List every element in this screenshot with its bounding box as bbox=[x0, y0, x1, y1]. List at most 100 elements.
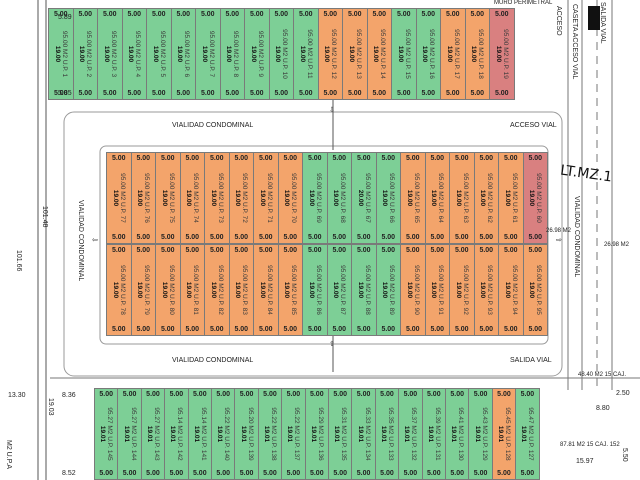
dim-101-48: 101.48 bbox=[41, 206, 48, 228]
lot-width-label: 5.00 bbox=[332, 155, 347, 162]
lot-width-label: 5.00 bbox=[263, 470, 277, 477]
lot-width-label: 5.00 bbox=[249, 11, 264, 18]
lot-width-label: 5.00 bbox=[234, 247, 249, 254]
lot-width-label: 5.00 bbox=[454, 155, 469, 162]
arrow-left: ⇦ bbox=[92, 237, 98, 244]
lot-width-label: 5.00 bbox=[503, 326, 518, 333]
lot-width-label: 5.00 bbox=[185, 155, 200, 162]
lot-width-label: 5.00 bbox=[494, 90, 509, 97]
lot-width-label: 5.00 bbox=[78, 90, 93, 97]
lot-width-label: 5.00 bbox=[239, 470, 254, 477]
road-label-left: VIALIDAD CONDOMINAL bbox=[77, 200, 84, 282]
area-bottom-right-label: 87.81 M2 15 CAJ. 152 bbox=[560, 442, 620, 448]
dim-5-85: 5.85 bbox=[58, 90, 72, 97]
lot-width-label: 5.00 bbox=[78, 11, 93, 18]
lot-width-label: 5.00 bbox=[347, 90, 362, 97]
lot-width-label: 5.00 bbox=[332, 326, 347, 333]
lot-width-label: 5.00 bbox=[102, 90, 117, 97]
